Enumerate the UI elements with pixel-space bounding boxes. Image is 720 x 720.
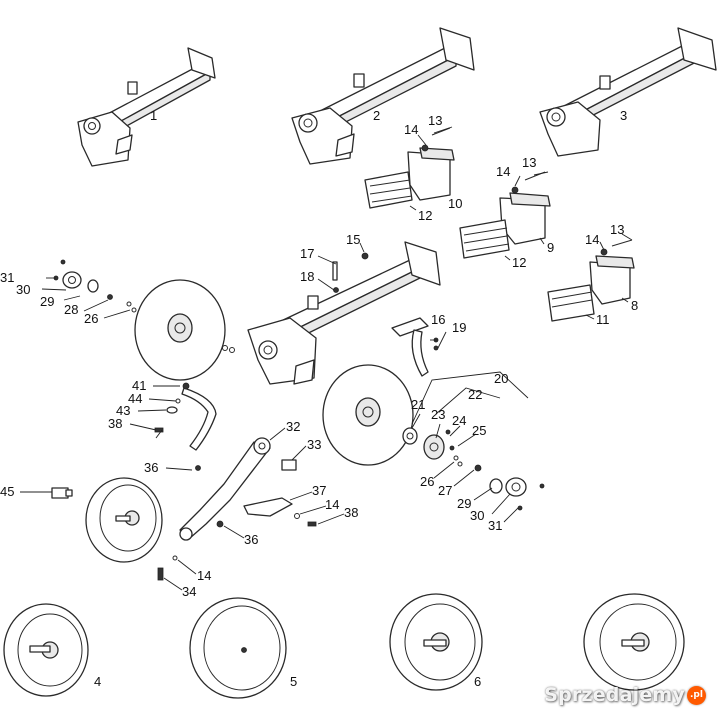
disc-center xyxy=(322,364,414,466)
label-1: 1 xyxy=(150,108,157,123)
label-32: 32 xyxy=(286,419,300,434)
label-27: 27 xyxy=(438,483,452,498)
label-5: 5 xyxy=(290,674,297,689)
label-24: 24 xyxy=(452,413,466,428)
arm-assembly-1 xyxy=(77,47,216,167)
bracket-8 xyxy=(589,239,635,305)
cap-hub-right xyxy=(453,455,545,511)
label-14b: 14 xyxy=(496,164,510,179)
wheel-5 xyxy=(189,597,287,699)
wheel-7 xyxy=(583,593,685,691)
label-30a: 30 xyxy=(16,282,30,297)
label-12a: 12 xyxy=(418,208,432,223)
label-15: 15 xyxy=(346,232,360,247)
watermark-text: Sprzedajemy xyxy=(544,684,685,706)
label-14c: 14 xyxy=(585,232,599,247)
label-18: 18 xyxy=(300,269,314,284)
watermark: Sprzedajemy .pl xyxy=(544,684,706,706)
label-26b: 26 xyxy=(420,474,434,489)
spring-bundle-12b xyxy=(459,219,510,259)
arm-32 xyxy=(179,437,297,541)
label-14a: 14 xyxy=(404,122,418,137)
label-37: 37 xyxy=(312,483,326,498)
label-16: 16 xyxy=(431,312,445,327)
label-45: 45 xyxy=(0,484,14,499)
cap-hub-left xyxy=(53,259,137,313)
label-29a: 29 xyxy=(40,294,54,309)
disc-left xyxy=(134,279,235,381)
label-36b: 36 xyxy=(244,532,258,547)
label-36a: 36 xyxy=(144,460,158,475)
label-21: 21 xyxy=(411,397,425,412)
watermark-badge: .pl xyxy=(687,685,706,705)
label-8: 8 xyxy=(631,298,638,313)
label-31a: 31 xyxy=(0,270,14,285)
label-34: 34 xyxy=(182,584,196,599)
label-44: 44 xyxy=(128,391,142,406)
label-23: 23 xyxy=(431,407,445,422)
small-fasteners-34 xyxy=(157,555,178,581)
label-14d: 14 xyxy=(325,497,339,512)
label-13c: 13 xyxy=(610,222,624,237)
bracket-9 xyxy=(499,171,551,245)
label-17: 17 xyxy=(300,246,314,261)
label-28: 28 xyxy=(64,302,78,317)
hub-parts-20 xyxy=(402,427,455,460)
pin-45 xyxy=(51,487,73,499)
label-43: 43 xyxy=(116,403,130,418)
spring-bundle-12a xyxy=(364,171,413,209)
label-10: 10 xyxy=(448,196,462,211)
label-25: 25 xyxy=(472,423,486,438)
scraper-41 xyxy=(154,382,217,451)
wheel-4 xyxy=(3,603,89,697)
part-labels: 1 2 3 4 5 6 8 9 10 11 12 12 13 13 13 14 … xyxy=(0,108,638,689)
label-33: 33 xyxy=(307,437,321,452)
label-11: 11 xyxy=(596,312,610,327)
label-12b: 12 xyxy=(512,255,526,270)
leader-lines xyxy=(20,126,633,591)
label-26a: 26 xyxy=(84,311,98,326)
wheel-6 xyxy=(389,593,483,691)
label-38a: 38 xyxy=(344,505,358,520)
label-22: 22 xyxy=(468,387,482,402)
label-20: 20 xyxy=(494,371,508,386)
arm-assembly-middle xyxy=(247,241,441,385)
arm-assembly-3 xyxy=(539,27,717,157)
label-30b: 30 xyxy=(470,508,484,523)
label-13b: 13 xyxy=(522,155,536,170)
label-13a: 13 xyxy=(428,113,442,128)
label-14e: 14 xyxy=(197,568,211,583)
spring-bundle-11 xyxy=(547,284,595,322)
label-38b: 38 xyxy=(108,416,122,431)
label-9: 9 xyxy=(547,240,554,255)
label-19: 19 xyxy=(452,320,466,335)
gauge-wheel-center xyxy=(85,477,163,563)
arm-assembly-2 xyxy=(291,27,475,165)
bracket-10 xyxy=(407,127,455,201)
label-29b: 29 xyxy=(457,496,471,511)
label-31b: 31 xyxy=(488,518,502,533)
bracket-37 xyxy=(243,497,317,527)
label-41: 41 xyxy=(132,378,146,393)
label-3: 3 xyxy=(620,108,627,123)
label-4: 4 xyxy=(94,674,101,689)
label-6: 6 xyxy=(474,674,481,689)
label-2: 2 xyxy=(373,108,380,123)
